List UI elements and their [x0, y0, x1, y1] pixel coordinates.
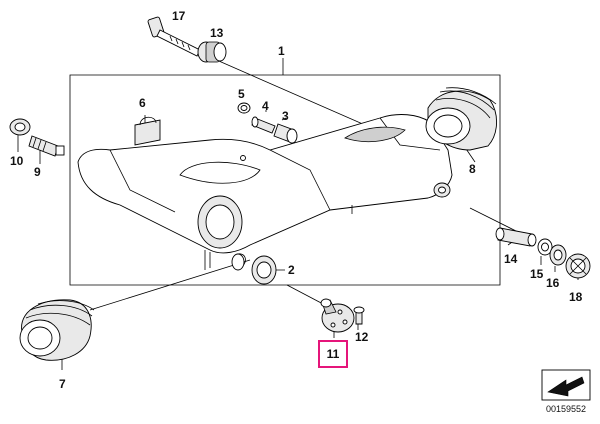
callout-8: 8 [469, 162, 476, 176]
part-7-boot [19, 299, 95, 361]
part-11-flange [320, 298, 355, 333]
part-9-screw [28, 135, 65, 157]
callout-14: 14 [504, 252, 518, 266]
callout-3: 3 [282, 109, 289, 123]
part-15-ring [537, 238, 553, 256]
part-2-bearing [231, 253, 277, 285]
part-1-swing-arm [77, 114, 453, 270]
assembly-frame [69, 74, 501, 286]
callout-18: 18 [569, 290, 583, 304]
part-5-ring [237, 102, 251, 114]
callout-6: 6 [139, 96, 146, 110]
callout-11-highlighted: 11 [318, 340, 348, 368]
callout-2: 2 [288, 263, 295, 277]
callout-5: 5 [238, 87, 245, 101]
callout-13: 13 [210, 26, 224, 40]
diagram-reference-number: 00159552 [546, 404, 587, 414]
part-3-sleeve [273, 123, 298, 144]
callout-12: 12 [355, 330, 369, 344]
part-4-pin [251, 116, 276, 134]
part-18-cap [565, 253, 591, 279]
callout-1: 1 [278, 44, 285, 58]
callout-15: 15 [530, 267, 544, 281]
callout-4: 4 [262, 99, 269, 113]
arrow-icon [541, 369, 591, 401]
callout-10: 10 [10, 154, 24, 168]
callout-17: 17 [172, 9, 186, 23]
part-13-bush [197, 41, 227, 63]
part-12-screw [353, 306, 365, 325]
part-16-washer [549, 244, 567, 266]
part-17-bolt [147, 16, 201, 57]
callout-16: 16 [546, 276, 560, 290]
callout-7: 7 [59, 377, 66, 391]
leader-lines [17, 57, 579, 370]
part-6-bracket [134, 116, 161, 146]
part-8-boot [425, 87, 497, 151]
callout-9: 9 [34, 165, 41, 179]
part-14-bolt [495, 227, 537, 247]
part-10-ring [9, 118, 31, 136]
